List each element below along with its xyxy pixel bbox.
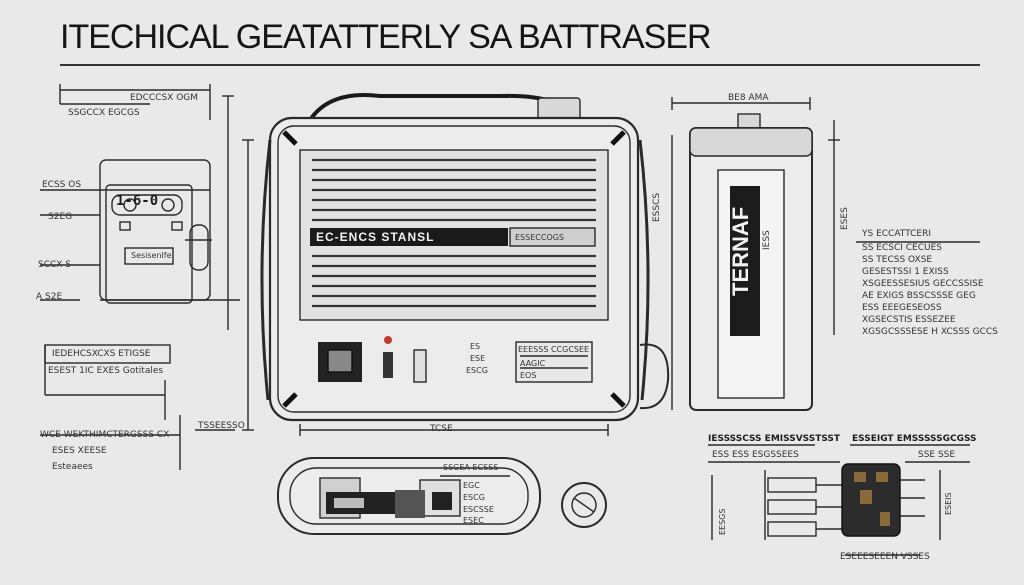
bottom-panel-c: ESCSSE [463,505,494,514]
panel-head: EEESSS CCGCSEE [518,345,590,354]
right-head-left: IESSSSCSS EMISSVSSTSST [708,434,841,444]
bottom-panel-label: SSGEA ECSSS [443,463,499,472]
spec-line: XGSECSTIS ESSEZEE [862,315,956,325]
spec-heading: YS ECCATTCERI [862,229,931,239]
battery-dim-v: ESES [840,207,850,230]
panel-c: AAGIC [520,359,546,368]
meter-value: 1-6-0 [116,193,159,209]
left-box-label: IEDEHCSXCXS ETIGSE [52,349,151,359]
unit-bottom-dim: TCSE [430,424,453,434]
right-sub-left: ESS ESS ESGSSEES [712,450,799,460]
spec-line: GESESTSSI 1 EXISS [862,267,949,277]
page-title: ITECHICAL GEATATTERLY SA BATTRASER [60,18,712,56]
right-sub-right: SSE SSE [918,450,956,460]
left-bottom-d: TSSEESSO [198,421,245,431]
left-dim-d: A S2E [36,292,63,302]
right-dim-right: ESEIS [944,492,953,515]
left-top-dimension: EDCCCSX OGM [130,93,199,103]
right-foot: ESEEESEEEN VSSES [840,552,930,562]
panel-a: ES [470,342,481,351]
spec-line: AE EXIGS BSSCSSSE GEG [862,291,976,301]
panel-d: EOS [520,371,537,380]
unit-label: Sesisenlfe [131,251,172,260]
panel-e: ESCG [466,366,488,375]
left-bottom-c: Esteaees [52,462,93,472]
spec-line: XGSGCSSSESE H XCSSS GCCS [862,327,998,337]
battery-label-code: ESSCS [652,192,662,222]
right-dim-left: EESGS [718,508,727,535]
battery-label-sub: IESS [762,230,772,250]
spec-line: SS TECSS OXSE [862,255,933,265]
unit-nameplate: EC-ENCS STANSL [316,230,435,244]
spec-line: SS ECSCI CECUES [862,243,943,253]
bottom-panel-d: ESEC [463,516,484,525]
battery-top-dim: BE8 AMA [728,93,769,103]
battery-label-main: TERNAF [728,206,753,296]
left-bottom-b: ESES XEESE [52,446,107,456]
spec-line: XSGEESSESIUS GECCSSISE [862,279,984,289]
bottom-panel-b: ESCG [463,493,485,502]
left-dim-b: S2EG [48,212,73,222]
left-top-sub: SSGCCX EGCGS [68,108,140,118]
title-underline [60,64,980,66]
left-bottom-a: WCE WEKTHIMCTERGSSS CX [40,430,170,440]
bottom-panel-a: EGC [463,481,480,490]
left-dim-c: SCCX S [38,260,72,270]
left-dim-a: ECSS OS [42,180,82,190]
left-box-sub: ESEST 1IC EXES Gotitales [48,366,164,376]
spec-line: ESS EEEGESEOSS [862,303,942,313]
unit-model: ESSECCOGS [515,233,565,242]
right-head-right: ESSEIGT EMSSSSSGCGSS [852,434,977,444]
panel-b: ESE [470,354,486,363]
